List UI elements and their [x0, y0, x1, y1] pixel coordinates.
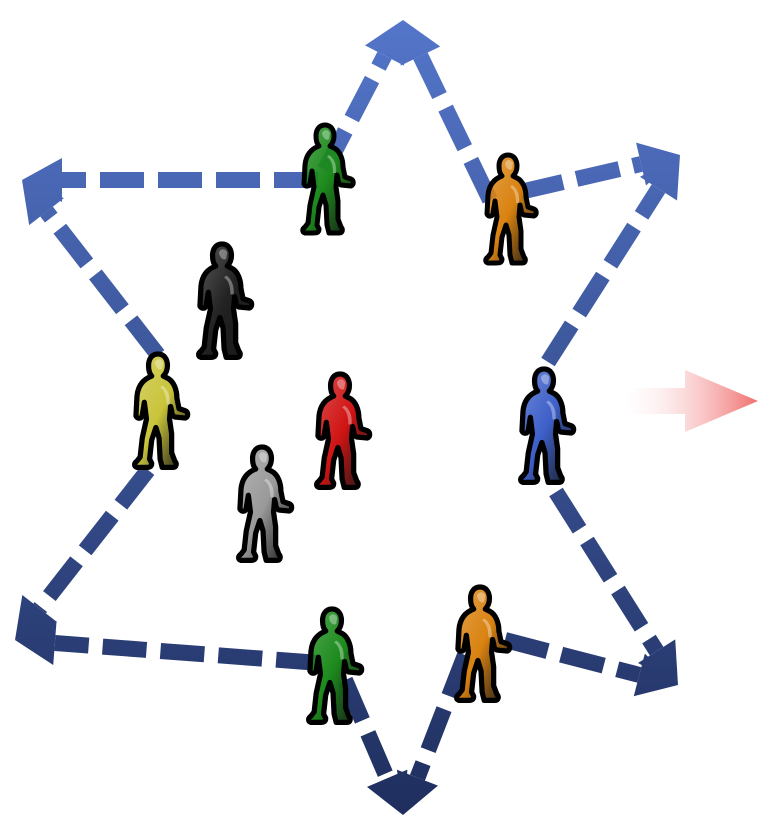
dashed-shaft: [413, 52, 498, 204]
runner-highlight: [476, 592, 492, 638]
arrow-upper-left-b: [22, 180, 165, 360]
runner-top-right-orange: [483, 152, 539, 266]
direction-arrow: [625, 370, 758, 432]
arrow-lower-right-a: [549, 487, 678, 685]
dashed-shaft: [409, 652, 473, 781]
direction-arrow-shape: [625, 370, 758, 432]
runner-center-red: [314, 371, 373, 491]
runner-center-gray: [236, 444, 295, 564]
runner-highlight: [505, 160, 520, 203]
arrow-head: [639, 155, 680, 201]
arrow-upper-right-b: [541, 155, 680, 367]
runner-silhouette: [196, 241, 255, 361]
runner-bottom-left-green: [306, 606, 365, 726]
runner-silhouette: [314, 371, 373, 491]
dashed-shaft: [518, 156, 643, 200]
arrow-lower-left-b: [15, 621, 321, 671]
runner-silhouette: [483, 152, 539, 266]
dashed-shaft: [502, 632, 642, 683]
arrow-top-right: [400, 20, 498, 204]
runner-left-yellow: [132, 351, 191, 471]
arrow-head: [638, 639, 678, 685]
runner-highlight: [218, 249, 234, 295]
runner-bottom-right-orange: [454, 584, 513, 704]
arrow-head: [22, 180, 64, 226]
runner-silhouette: [300, 122, 356, 236]
runner-highlight: [258, 452, 274, 498]
runner-right-blue: [518, 366, 577, 486]
arrow-head: [396, 769, 438, 815]
dashed-shaft: [541, 184, 666, 367]
arrow-head: [22, 158, 62, 202]
dashed-shaft: [40, 206, 165, 360]
dashed-shaft: [54, 635, 321, 671]
arrow-head: [15, 621, 57, 665]
runner-silhouette: [306, 606, 365, 726]
arrow-head: [15, 594, 57, 640]
arrow-lower-right-b: [502, 632, 678, 697]
arrow-head: [365, 20, 405, 66]
runner-silhouette: [132, 351, 191, 471]
arrow-bottom-b: [396, 652, 473, 815]
dashed-shaft: [33, 465, 155, 614]
runner-group: [132, 122, 577, 726]
runner-highlight: [154, 359, 170, 405]
dashed-shaft: [337, 676, 395, 782]
dashed-arrow-star: [15, 20, 680, 815]
runner-silhouette: [518, 366, 577, 486]
arrow-head: [366, 769, 408, 815]
arrow-bottom-a: [337, 676, 408, 815]
arrow-upper-left-a: [22, 158, 318, 202]
runner-highlight: [322, 130, 337, 173]
runner-highlight: [540, 374, 556, 420]
runner-silhouette: [454, 584, 513, 704]
dashed-shaft: [549, 487, 664, 656]
arrow-head: [400, 20, 441, 66]
runner-highlight: [336, 379, 352, 425]
runner-silhouette: [236, 444, 295, 564]
arrow-head: [633, 653, 678, 697]
runner-top-left-green: [300, 122, 356, 236]
runner-highlight: [328, 614, 344, 660]
arrow-lower-left-a: [15, 465, 155, 640]
runner-upper-left-black: [196, 241, 255, 361]
